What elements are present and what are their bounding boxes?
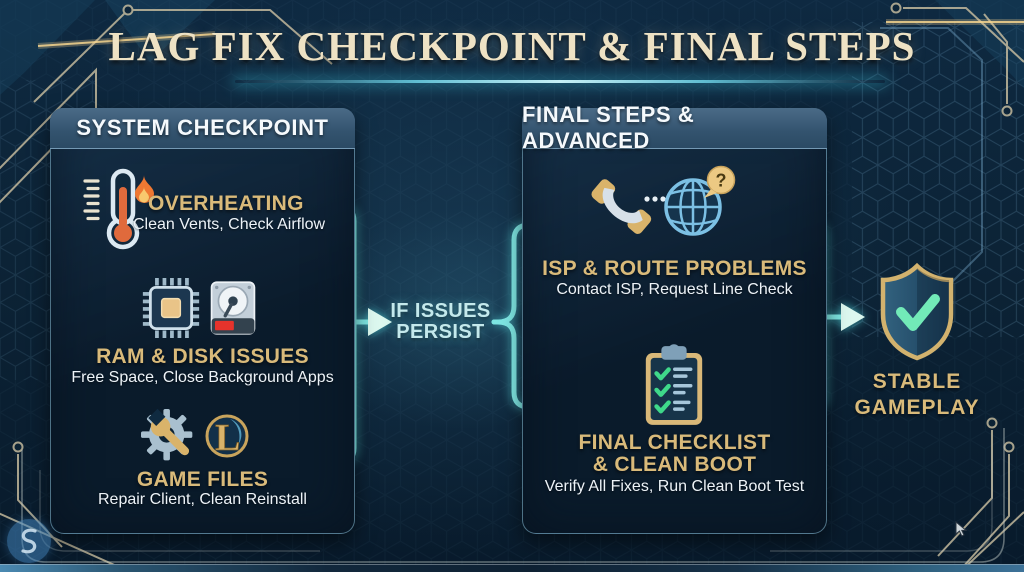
watermark-glyph [21,528,37,554]
result-line-1: STABLE [872,370,962,393]
result-title: STABLE GAMEPLAY [846,369,988,421]
item-title-overheating: OVERHEATING [148,192,304,215]
signal-dots [644,196,666,202]
flame-icon [135,175,154,203]
item-title-game-files: GAME FILES [136,468,269,491]
page-title: LAG FIX CHECKPOINT & FINAL STEPS [108,23,916,69]
wrench [148,409,190,456]
phone-globe-icons: ? [591,165,736,236]
league-of-legends-logo-icon: L [205,414,249,459]
left-panel-header-label: SYSTEM CHECKPOINT [76,115,329,140]
result-line-2: GAMEPLAY [854,396,980,419]
hard-disk-icon [210,281,256,335]
globe-question-icon: ? [664,165,736,236]
item-sub-ram-disk: Free Space, Close Background Apps [71,369,334,386]
bottom-edge-bar [0,564,1024,572]
item-title-final-checklist-1: FINAL CHECKLIST [578,431,771,454]
right-panel-header-label: FINAL STEPS & ADVANCED [522,102,695,153]
item-title-ram-disk: RAM & DISK ISSUES [96,345,309,368]
checklist-clipboard-icon [645,344,703,425]
thermometer-icon [83,168,154,250]
right-panel-header: FINAL STEPS & ADVANCED [522,102,827,153]
system-checkpoint-panel: SYSTEM CHECKPOINT OVERHEATING Clean Vent… [50,108,355,534]
shield-check-icon [880,262,954,361]
check-marks [654,367,671,414]
svg-text:L: L [215,417,240,459]
item-sub-isp-route: Contact ISP, Request Line Check [556,281,793,298]
item-title-isp-route: ISP & ROUTE PROBLEMS [542,257,807,280]
left-panel-header: SYSTEM CHECKPOINT [50,108,355,149]
stable-gameplay-result: STABLE GAMEPLAY [846,262,988,421]
final-steps-panel: FINAL STEPS & ADVANCED ? [522,102,827,534]
item-sub-game-files: Repair Client, Clean Reinstall [98,491,307,508]
item-sub-overheating: Clean Vents, Check Airflow [133,216,326,233]
title-underline-glow [235,80,885,83]
if-issues-persist-label: IF ISSUES PERSIST [383,301,498,343]
phone-handset-icon [591,179,652,234]
check-lines [673,367,693,411]
mouse-cursor [955,521,968,537]
persist-line-2: PERSIST [396,321,485,343]
gear-wrench-icon [141,409,193,461]
persist-line-1: IF ISSUES [390,300,491,322]
item-sub-final-checklist: Verify All Fixes, Run Clean Boot Test [544,478,805,495]
cpu-chip-icon [142,278,200,338]
watermark-logo [7,519,51,563]
thermometer-scale-marks [83,179,100,221]
item-title-final-checklist-2: & CLEAN BOOT [592,453,757,476]
svg-text:?: ? [716,171,727,191]
